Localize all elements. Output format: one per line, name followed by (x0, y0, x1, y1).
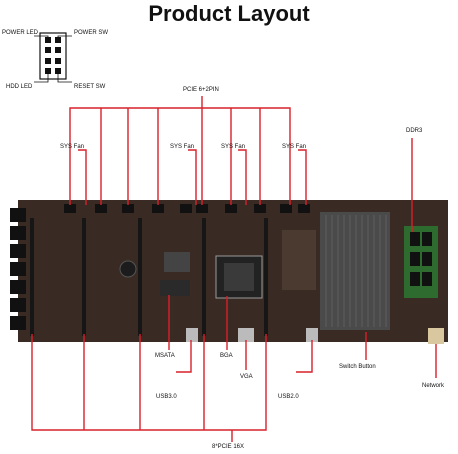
network-port (428, 328, 444, 344)
motherboard (10, 200, 448, 344)
power-sw-label: POWER SW (74, 30, 108, 36)
top-power-connectors (64, 204, 310, 213)
pcie-power-bracket (69, 107, 291, 205)
usb3-port (186, 328, 198, 342)
left-power-connectors (10, 208, 26, 330)
callout-lines (31, 96, 437, 442)
sys-fan-label-3: SYS Fan (221, 144, 246, 150)
hdd-led-label: HDD LED (6, 84, 33, 90)
header-pin (55, 47, 61, 53)
vga-label: VGA (240, 374, 253, 380)
vrm-area (282, 230, 316, 290)
bga-label: BGA (220, 353, 233, 359)
power-sw-leader (57, 35, 72, 40)
reset-sw-label: RESET SW (74, 84, 106, 90)
header-pin (55, 58, 61, 64)
ddr3-module (404, 226, 438, 298)
header-outline (39, 32, 67, 80)
hdd-led-leader (34, 71, 49, 83)
pcie-slots-label: 8*PCIE 16X (212, 444, 245, 450)
page-title: Product Layout (148, 1, 310, 26)
header-pin (45, 58, 51, 64)
pcie-slots-bracket (31, 334, 267, 431)
ddr3-label: DDR3 (406, 128, 423, 134)
sys-fan-label-4: SYS Fan (282, 144, 307, 150)
power-led-leader (34, 35, 49, 40)
vga-port (238, 328, 254, 342)
chip (164, 252, 190, 272)
msata-label: MSATA (155, 353, 175, 359)
front-panel-header (34, 32, 72, 83)
sys-fan-label-1: SYS Fan (60, 144, 85, 150)
switch-button-label: Switch Button (339, 364, 376, 370)
usb2-port (306, 328, 318, 342)
reset-sw-leader (57, 71, 72, 83)
battery (119, 260, 137, 278)
pcie-slots (30, 218, 268, 336)
usb3-label: USB3.0 (156, 394, 177, 400)
usb2-label: USB2.0 (278, 394, 299, 400)
pcie-power-label: PCIE 6+2PIN (183, 87, 219, 93)
network-label: Network (422, 383, 445, 389)
sys-fan-label-2: SYS Fan (170, 144, 195, 150)
heatsink-fins (325, 215, 387, 327)
power-led-label: POWER LED (2, 30, 39, 36)
msata-slot (160, 280, 190, 296)
header-pin (45, 47, 51, 53)
bga-die (224, 263, 254, 291)
